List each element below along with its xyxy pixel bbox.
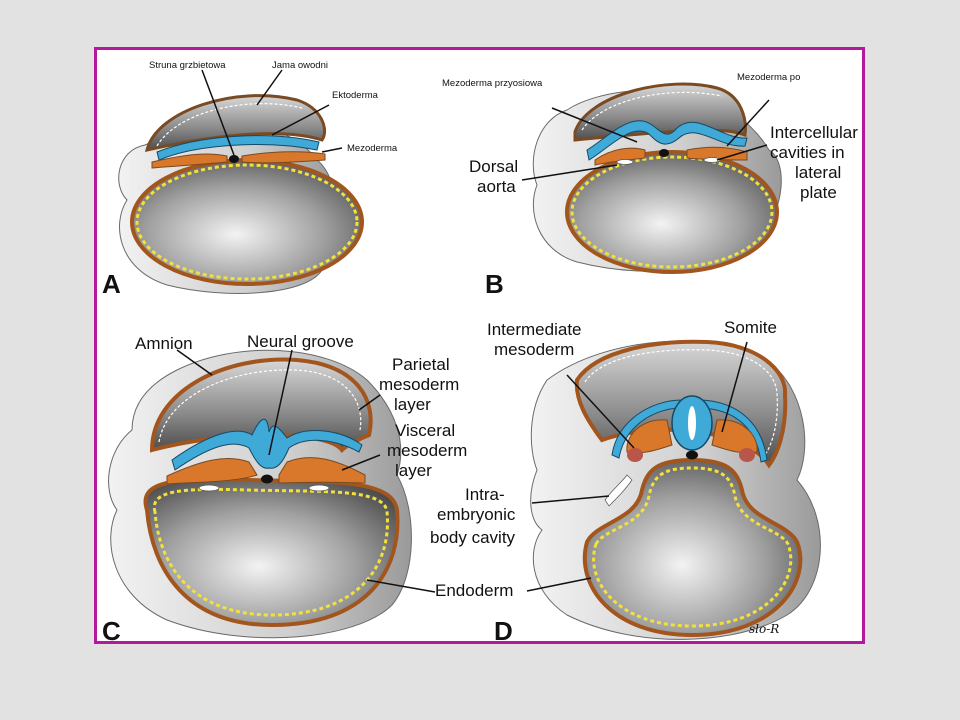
endoderm-layer	[570, 155, 774, 269]
lateral-cavity-left	[616, 159, 634, 165]
label-ektoderma: Ektoderma	[332, 90, 379, 101]
label-dorsal-line-2: aorta	[477, 177, 516, 196]
leader-intermediate	[566, 374, 635, 449]
label-mezoderma: Mezoderma	[347, 143, 398, 154]
mesoderm-layer	[166, 457, 366, 485]
label-endoderm: Endoderm	[435, 581, 513, 600]
notochord	[686, 450, 698, 460]
leader-ektoderma	[271, 104, 330, 136]
label-intermediate-line-2: mesoderm	[494, 340, 574, 359]
panel-letter-d: D	[494, 616, 513, 641]
leader-amnion	[176, 349, 213, 376]
label-body-cavity-line-2: embryonic	[437, 505, 516, 524]
body-cavity-right	[308, 484, 330, 492]
label-parietal-line-2: mesoderm	[379, 375, 459, 394]
mesoderm-wings	[151, 151, 326, 169]
leader-somite	[721, 341, 748, 433]
endoderm-layer	[152, 487, 389, 617]
yolk-sac	[582, 457, 803, 638]
leader-intercellular	[716, 144, 768, 161]
panel-letter-c: C	[102, 616, 121, 641]
figure-frame: Struna grzbietowa Jama owodni Ektoderma …	[94, 47, 865, 644]
label-parietal-line-3: layer	[394, 395, 431, 414]
ectoderm-plate	[586, 120, 748, 161]
amnion-dome	[144, 94, 327, 152]
leader-endoderm	[526, 577, 592, 592]
surface-ectoderm	[611, 399, 768, 463]
label-dorsal-line-1: Dorsal	[469, 157, 518, 176]
intermediate-mesoderm-right	[739, 448, 755, 462]
leader-mezoderma	[321, 147, 343, 153]
label-intercellular-line-1: Intercellular	[770, 123, 858, 142]
panel-c: Amnion Neural groove Parietal mesoderm l…	[102, 332, 467, 641]
ectoderm-neural-plate	[171, 418, 363, 471]
leader-visceral	[341, 454, 381, 471]
body-cavity-left	[604, 474, 633, 507]
label-intercellular-line-2: cavities in	[770, 143, 845, 162]
label-body-cavity-line-1: Intra-	[465, 485, 505, 504]
label-intermediate-line-1: Intermediate	[487, 320, 582, 339]
label-intercellular-line-3: lateral	[795, 163, 841, 182]
panel-a: Struna grzbietowa Jama owodni Ektoderma …	[102, 60, 398, 299]
label-mezoderma-po: Mezoderma po	[737, 72, 800, 83]
amnion-inner-dashes	[581, 91, 723, 131]
amnion-inner-dashes	[158, 369, 362, 443]
panel-b: Mezoderma przyosiowa Mezoderma po Interc…	[442, 72, 858, 299]
notochord	[261, 474, 273, 484]
label-visceral-line-2: mesoderm	[387, 441, 467, 460]
leader-jama	[256, 69, 283, 106]
label-body-cavity-line-3: body cavity	[430, 528, 516, 547]
label-intercellular-line-4: plate	[800, 183, 837, 202]
body-cavity-left	[198, 484, 220, 492]
label-amnion: Amnion	[135, 334, 193, 353]
leader-neural-groove	[268, 349, 293, 456]
label-somite: Somite	[724, 318, 777, 337]
label-parietal-line-1: Parietal	[392, 355, 450, 374]
neural-canal	[688, 406, 696, 440]
leader-paraxial	[551, 107, 638, 143]
leader-dorsal-aorta	[521, 164, 618, 181]
ectoderm-plate	[156, 135, 320, 161]
panel-letter-a: A	[102, 269, 121, 299]
label-jama-owodni: Jama owodni	[272, 60, 328, 71]
panel-d: Intermediate mesoderm Somite Intra- embr…	[430, 318, 821, 641]
leader-parietal	[358, 394, 381, 411]
label-visceral-line-1: Visceral	[395, 421, 455, 440]
intermediate-mesoderm-left	[627, 448, 643, 462]
leader-body-cavity	[531, 495, 610, 504]
leader-mezoderma-po	[726, 99, 770, 147]
label-neural-groove: Neural groove	[247, 332, 354, 351]
panel-letter-b: B	[485, 269, 504, 299]
mesoderm-blocks	[594, 146, 748, 166]
notochord	[659, 149, 669, 157]
notochord	[229, 155, 239, 163]
yolk-sac	[565, 150, 779, 274]
yolk-sac	[130, 158, 364, 286]
endoderm-layer	[135, 163, 359, 281]
label-struna-grzbietowa: Struna grzbietowa	[149, 60, 226, 71]
leader-struna	[201, 69, 235, 156]
endoderm-layer	[592, 466, 793, 628]
artist-signature: slo-R	[749, 622, 779, 636]
label-mezoderma-przyosiowa: Mezoderma przyosiowa	[442, 78, 543, 89]
leader-endoderm	[366, 579, 436, 593]
embryo-cross-section-figure: Struna grzbietowa Jama owodni Ektoderma …	[102, 60, 858, 641]
label-visceral-line-3: layer	[395, 461, 432, 480]
lateral-cavity-right	[703, 157, 721, 163]
